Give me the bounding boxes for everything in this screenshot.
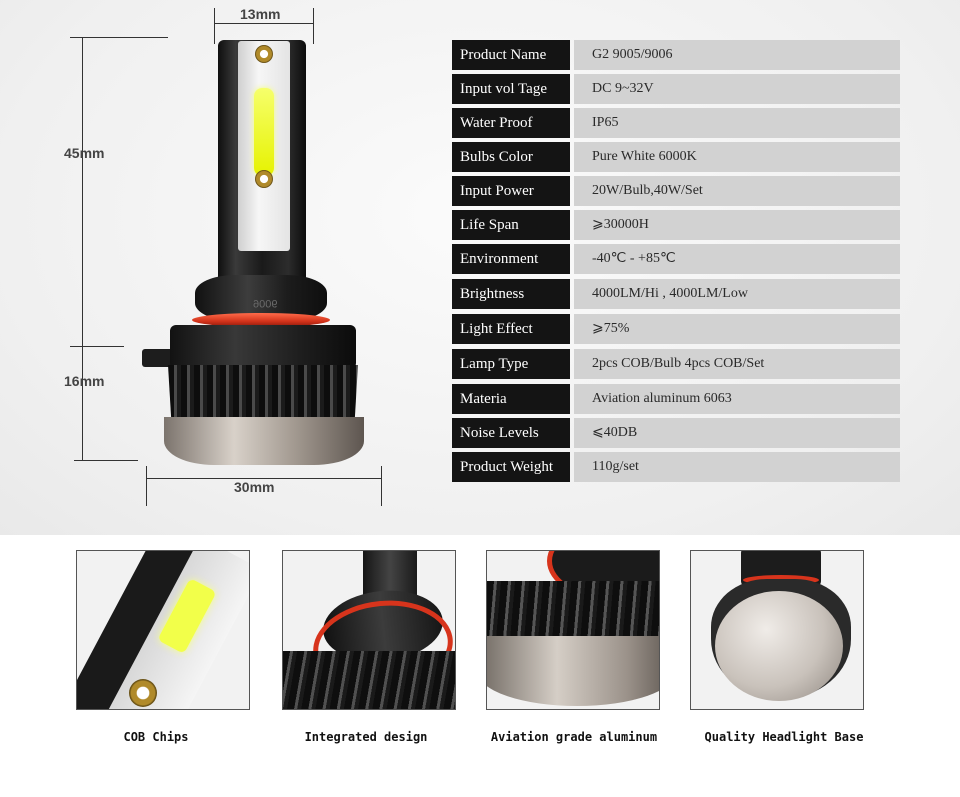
base-dimension-tick-right bbox=[381, 466, 382, 506]
solder-pad-bottom-icon bbox=[255, 170, 273, 188]
spec-row: Materia Aviation aluminum 6063 bbox=[452, 384, 900, 414]
heat-sink-fins bbox=[283, 651, 455, 709]
spec-label: Product Weight bbox=[452, 452, 570, 482]
height-dimension-line bbox=[82, 37, 83, 347]
spec-row: Lamp Type 2pcs COB/Bulb 4pcs COB/Set bbox=[452, 349, 900, 379]
spec-label: Product Name bbox=[452, 40, 570, 70]
spec-label: Bulbs Color bbox=[452, 142, 570, 172]
spec-row: Environment -40℃ - +85℃ bbox=[452, 244, 900, 274]
spec-row: Input vol Tage DC 9~32V bbox=[452, 74, 900, 104]
spec-label: Materia bbox=[452, 384, 570, 414]
spec-label: Brightness bbox=[452, 279, 570, 309]
aluminum-base bbox=[164, 417, 364, 465]
aluminum-base-face bbox=[715, 591, 843, 701]
lower-dimension-label: 16mm bbox=[64, 373, 105, 389]
base-dimension-label: 30mm bbox=[234, 479, 275, 495]
spec-value: G2 9005/9006 bbox=[574, 40, 900, 70]
spec-label: Lamp Type bbox=[452, 349, 570, 379]
spec-value: ⩾75% bbox=[574, 314, 900, 344]
spec-label: Input Power bbox=[452, 176, 570, 206]
spec-value: Aviation aluminum 6063 bbox=[574, 384, 900, 414]
spec-value: 110g/set bbox=[574, 452, 900, 482]
spec-row: Product Weight 110g/set bbox=[452, 452, 900, 482]
base-dimension-line bbox=[146, 478, 382, 479]
led-bulb-illustration: 9006 bbox=[140, 35, 380, 475]
width-dimension-tick-left bbox=[214, 8, 215, 44]
feature-caption-headlight-base: Quality Headlight Base bbox=[704, 730, 864, 744]
solder-pad-top-icon bbox=[255, 45, 273, 63]
spec-row: Bulbs Color Pure White 6000K bbox=[452, 142, 900, 172]
lower-dimension-tick-bottom bbox=[74, 460, 138, 461]
aluminum-base bbox=[487, 636, 659, 706]
feature-image-aviation-aluminum bbox=[486, 550, 660, 710]
width-dimension-line bbox=[214, 23, 314, 24]
solder-pad-icon bbox=[129, 679, 157, 707]
spec-value: 2pcs COB/Bulb 4pcs COB/Set bbox=[574, 349, 900, 379]
spec-row: Light Effect ⩾75% bbox=[452, 314, 900, 344]
cob-chip-icon bbox=[254, 88, 274, 176]
width-dimension-label: 13mm bbox=[240, 6, 281, 22]
bulb-model-mark: 9006 bbox=[253, 297, 278, 309]
feature-image-integrated-design bbox=[282, 550, 456, 710]
spec-value: ⩾30000H bbox=[574, 210, 900, 240]
spec-row: Input Power 20W/Bulb,40W/Set bbox=[452, 176, 900, 206]
rubber-o-ring bbox=[192, 313, 330, 327]
spec-label: Noise Levels bbox=[452, 418, 570, 448]
lower-dimension-line bbox=[82, 347, 83, 461]
spec-value: Pure White 6000K bbox=[574, 142, 900, 172]
width-dimension-tick-right bbox=[313, 8, 314, 44]
bulb-collar bbox=[170, 325, 356, 369]
spec-label: Water Proof bbox=[452, 108, 570, 138]
height-dimension-label: 45mm bbox=[64, 145, 105, 161]
feature-image-headlight-base bbox=[690, 550, 864, 710]
spec-value: DC 9~32V bbox=[574, 74, 900, 104]
feature-caption-aviation-aluminum: Aviation grade aluminum bbox=[490, 730, 658, 744]
spec-row: Water Proof IP65 bbox=[452, 108, 900, 138]
spec-value: IP65 bbox=[574, 108, 900, 138]
spec-row: Product Name G2 9005/9006 bbox=[452, 40, 900, 70]
spec-label: Environment bbox=[452, 244, 570, 274]
height-dimension-tick-top bbox=[70, 37, 168, 38]
spec-row: Life Span ⩾30000H bbox=[452, 210, 900, 240]
spec-row: Noise Levels ⩽40DB bbox=[452, 418, 900, 448]
spec-label: Light Effect bbox=[452, 314, 570, 344]
base-dimension-tick-left bbox=[146, 466, 147, 506]
spec-row: Brightness 4000LM/Hi , 4000LM/Low bbox=[452, 279, 900, 309]
feature-caption-cob-chips: COB Chips bbox=[123, 730, 189, 744]
spec-label: Life Span bbox=[452, 210, 570, 240]
spec-value: 4000LM/Hi , 4000LM/Low bbox=[574, 279, 900, 309]
spec-value: 20W/Bulb,40W/Set bbox=[574, 176, 900, 206]
spec-value: -40℃ - +85℃ bbox=[574, 244, 900, 274]
spec-label: Input vol Tage bbox=[452, 74, 570, 104]
spec-value: ⩽40DB bbox=[574, 418, 900, 448]
feature-caption-integrated-design: Integrated design bbox=[304, 730, 428, 744]
feature-image-cob-chips bbox=[76, 550, 250, 710]
height-dimension-tick-bottom bbox=[70, 346, 124, 347]
